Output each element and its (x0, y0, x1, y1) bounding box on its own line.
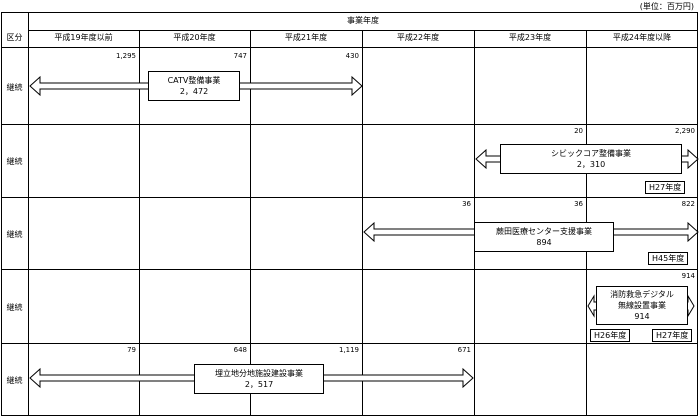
grid-line (1, 47, 698, 48)
value-cell: 36 (574, 200, 583, 208)
completion-year-tag: H26年度 (590, 329, 631, 342)
value-cell: 20 (574, 127, 583, 135)
unit-label: (単位：百万円) (639, 2, 694, 11)
kubun-cell: 継続 (6, 157, 23, 166)
grid-line (1, 269, 698, 270)
project-label-digital-radio: 消防救急デジタル 無線設置事業 914 (596, 286, 688, 325)
grid-line (362, 30, 363, 416)
year-header-h24: 平成24年度以降 (612, 33, 672, 42)
kubun-header: 区分 (6, 33, 23, 42)
grid-line (1, 343, 698, 344)
project-total: 914 (634, 312, 650, 321)
project-label-catv: CATV整備事業 2，472 (148, 71, 240, 101)
project-total: 2，472 (179, 87, 209, 96)
year-header-h22: 平成22年度 (396, 33, 440, 42)
fiscal-year-header: 事業年度 (347, 16, 379, 25)
year-header-h20: 平成20年度 (173, 33, 216, 42)
project-label-civic-core: シビックコア整備事業 2，310 (500, 144, 682, 174)
grid-line (1, 124, 698, 125)
grid-line (1, 197, 698, 198)
project-label-landfill: 埋立地分地施設建設事業 2，517 (194, 364, 324, 394)
value-cell: 822 (681, 200, 695, 208)
kubun-cell: 継続 (6, 230, 23, 239)
completion-year-tag: H27年度 (652, 329, 693, 342)
value-cell: 671 (457, 346, 471, 354)
year-header-h23: 平成23年度 (508, 33, 552, 42)
project-total: 894 (536, 238, 552, 247)
project-name: CATV整備事業 (167, 76, 221, 85)
completion-year-tag: H27年度 (645, 181, 686, 194)
project-table (1, 12, 698, 416)
value-cell: 79 (127, 346, 136, 354)
grid-line (28, 30, 698, 31)
project-name: 無線設置事業 (618, 301, 666, 310)
project-name: 消防救急デジタル (610, 290, 674, 299)
value-cell: 36 (462, 200, 471, 208)
completion-year-tag: H45年度 (648, 252, 689, 265)
value-cell: 914 (681, 272, 695, 280)
value-cell: 1,295 (115, 52, 136, 60)
kubun-cell: 継続 (6, 376, 23, 385)
grid-line (250, 30, 251, 416)
project-name: 蕨田医療センター支援事業 (496, 227, 592, 236)
grid-line (139, 30, 140, 416)
year-header-h21: 平成21年度 (284, 33, 328, 42)
project-total: 2，310 (576, 160, 606, 169)
kubun-cell: 継続 (6, 303, 23, 312)
value-cell: 648 (233, 346, 247, 354)
project-total: 2，517 (244, 380, 274, 389)
value-cell: 747 (233, 52, 247, 60)
year-header-h19: 平成19年度以前 (54, 33, 113, 42)
project-name: 埋立地分地施設建設事業 (215, 369, 303, 378)
value-cell: 1,119 (338, 346, 359, 354)
value-cell: 430 (345, 52, 359, 60)
kubun-cell: 継続 (6, 83, 23, 92)
grid-line (28, 12, 29, 416)
value-cell: 2,290 (674, 127, 695, 135)
project-label-medical-center: 蕨田医療センター支援事業 894 (474, 222, 614, 252)
project-name: シビックコア整備事業 (551, 149, 631, 158)
